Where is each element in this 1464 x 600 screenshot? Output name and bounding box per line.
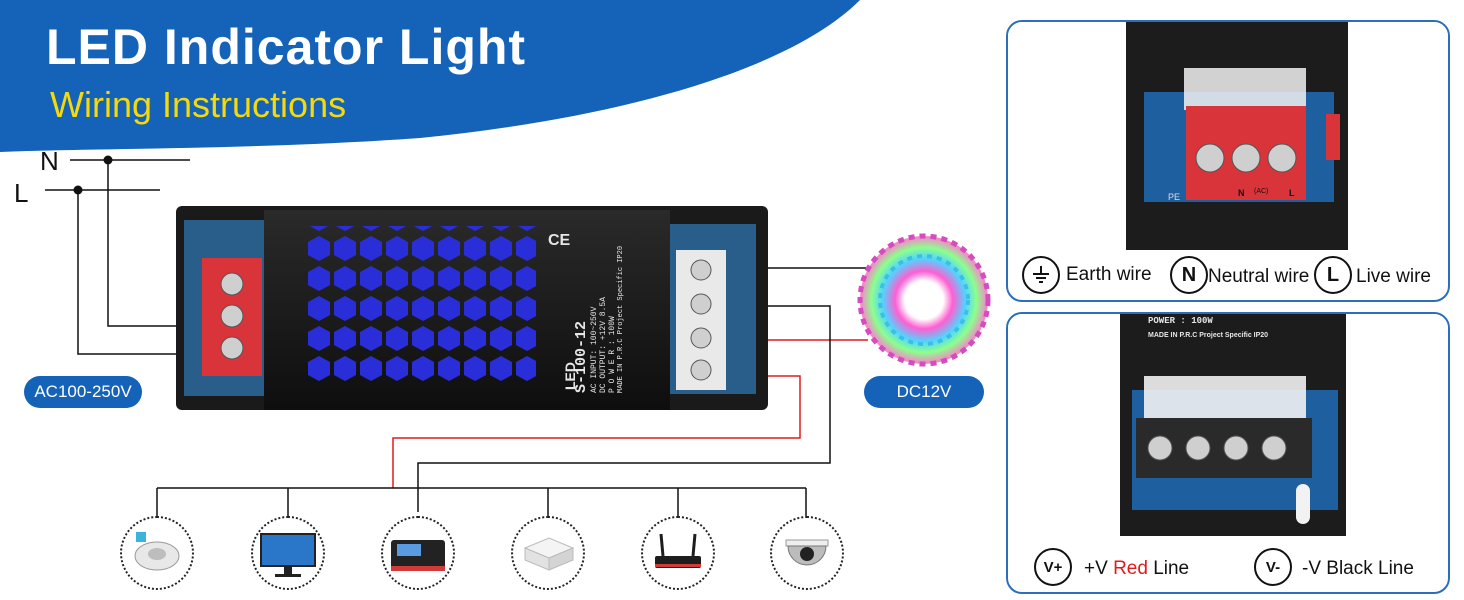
output-power-text: POWER : 100W	[1148, 316, 1213, 326]
live-wire-legend: Live wire	[1356, 266, 1431, 287]
downlight-icon	[120, 516, 194, 590]
v-minus-legend: -V Black Line	[1302, 558, 1414, 580]
psu-made-in: MADE IN P.R.C Project Specific IP20	[617, 245, 625, 393]
dc-output-label: DC12V	[864, 376, 984, 408]
live-wire-label: L	[14, 178, 29, 208]
v-plus-symbol: V+	[1034, 548, 1072, 586]
input-terminal-l: L	[1289, 188, 1295, 198]
page-subtitle: Wiring Instructions	[50, 84, 347, 125]
page-title: LED Indicator Light	[46, 19, 527, 75]
psu-dc-output: DC OUTPUT: +12V 8.5A	[599, 296, 608, 393]
input-terminal-ac: (AC)	[1254, 188, 1269, 195]
psu-ac-input: AC INPUT: 100~250V	[590, 306, 599, 393]
v-plus-color-word: Red	[1113, 558, 1148, 579]
output-terminal-panel: POWER : 100W MADE IN P.R.C Project Speci…	[1006, 312, 1450, 594]
psu-ce-mark: CE	[548, 232, 571, 249]
earth-wire-label: Earth wire	[1066, 264, 1152, 285]
v-minus-suffix: Black Line	[1326, 558, 1414, 579]
live-symbol: L	[1314, 256, 1352, 294]
neutral-wire-legend: Neutral wire	[1208, 266, 1310, 287]
dome-camera-icon	[770, 516, 844, 590]
v-minus-prefix: -V	[1302, 558, 1327, 579]
input-terminal-panel: PE N (AC) L Earth wire N Neutral wire L …	[1006, 20, 1450, 302]
psu-power: P O W E R : 100W	[608, 316, 617, 393]
output-terminal-photo	[1008, 314, 1448, 536]
input-terminal-photo	[1008, 22, 1448, 250]
power-supply-unit	[176, 206, 768, 410]
mini-pc-icon	[511, 516, 585, 590]
v-plus-suffix: Line	[1147, 558, 1190, 579]
header-banner	[0, 0, 860, 152]
psu-brand: LED	[562, 362, 578, 390]
neutral-wire-label: N	[40, 146, 59, 176]
neutral-symbol: N	[1170, 256, 1208, 294]
v-plus-legend: +V Red Line	[1084, 558, 1189, 580]
output-made-text: MADE IN P.R.C Project Specific IP20	[1148, 332, 1269, 339]
v-plus-prefix: +V	[1084, 558, 1114, 579]
charger-icon	[381, 516, 455, 590]
led-strip-icon	[857, 233, 991, 367]
input-terminal-pe: PE	[1168, 192, 1181, 202]
earth-icon	[1022, 256, 1060, 294]
v-minus-symbol: V-	[1254, 548, 1292, 586]
ac-input-label: AC100-250V	[24, 376, 142, 408]
router-icon	[641, 516, 715, 590]
monitor-icon	[251, 516, 325, 590]
input-terminal-n: N	[1238, 188, 1245, 198]
